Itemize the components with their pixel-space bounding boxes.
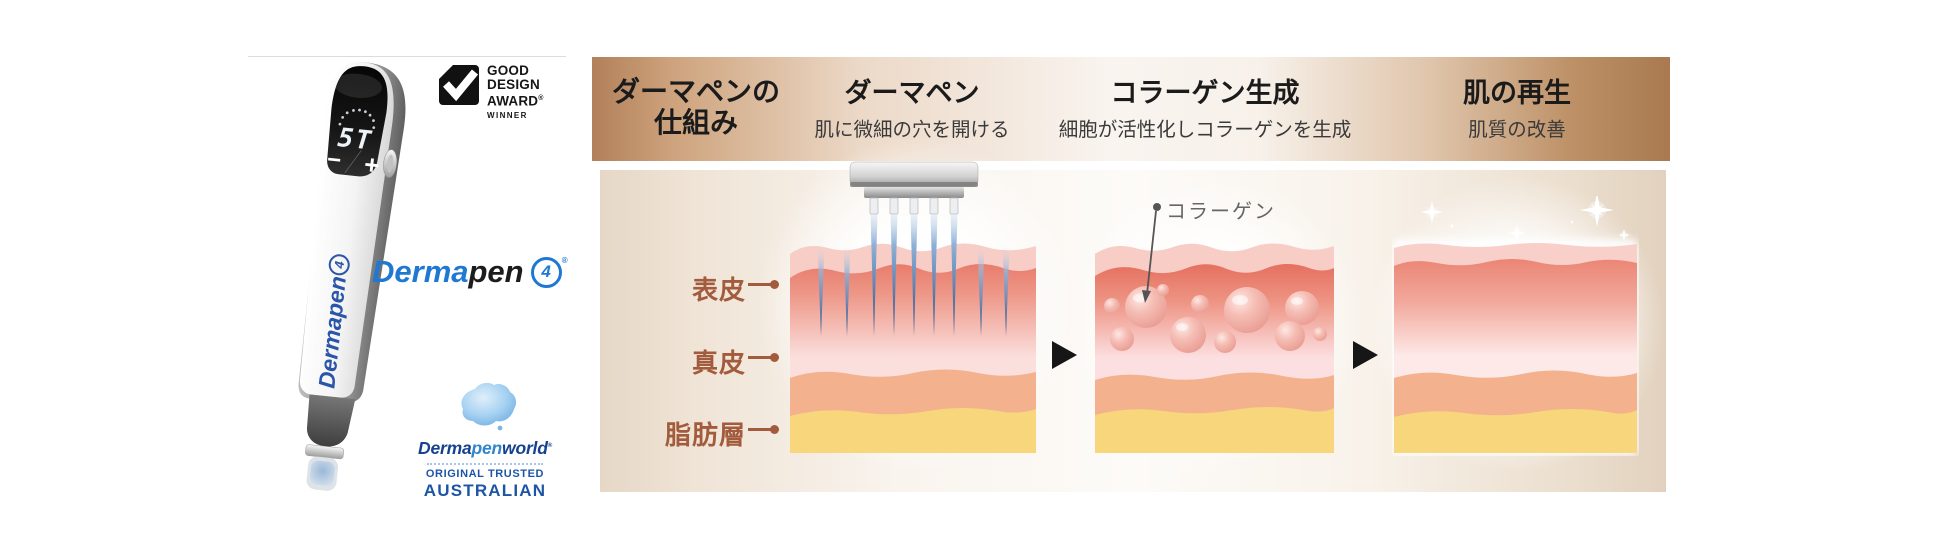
- micro-needles: [817, 214, 1010, 336]
- logo-reg: ®: [561, 256, 568, 265]
- display-gloss: [334, 73, 382, 98]
- fat-pointer-line: [748, 428, 772, 431]
- needle-pins: [869, 197, 959, 215]
- device-display-value: 5T: [336, 123, 374, 157]
- dermapenworld-wordmark: Dermapenworld®: [418, 438, 552, 458]
- award-line1: GOOD: [487, 63, 530, 78]
- award-line2: DESIGN: [487, 77, 540, 92]
- panel1-skin: [790, 243, 1036, 453]
- collagen-callout-label: コラーゲン: [1166, 201, 1276, 223]
- panel1-needling-illustration: [790, 161, 1036, 453]
- step3-title: 肌の再生: [1463, 78, 1571, 108]
- logo-number-circle: 4: [530, 256, 562, 288]
- section-title: ダーマペンの 仕組み: [611, 76, 780, 138]
- step1-subtitle: 肌に微細の穴を開ける: [814, 119, 1010, 141]
- minus-button[interactable]: −: [326, 146, 343, 174]
- needle-cartridge-window: [309, 460, 335, 486]
- dermis-pointer-line: [748, 356, 772, 359]
- panel3-skin: [1394, 243, 1637, 453]
- step-arrow-2: [1353, 341, 1378, 369]
- dermapen-head: [849, 161, 979, 215]
- good-design-award-badge: GOOD DESIGN AWARD® WINNER: [438, 64, 544, 120]
- step3-header: 肌の再生 肌質の改善: [1357, 78, 1677, 142]
- collagen-pointer: [1142, 203, 1161, 303]
- australia-mesh-icon: [461, 382, 517, 431]
- dermapen-device-photo: 5T − + Dermapen 4: [298, 62, 406, 491]
- layer-label-epidermis: 表皮: [691, 275, 746, 305]
- sparkle-icons: [1420, 196, 1631, 242]
- epidermis-pointer-line: [748, 283, 772, 286]
- world-tagline-bottom: AUSTRALIAN: [423, 481, 547, 500]
- button-divider: [344, 150, 362, 174]
- layer-label-dermis: 真皮: [691, 348, 746, 378]
- step1-title: ダーマペン: [844, 78, 980, 108]
- device-grip: [306, 394, 356, 447]
- panel2-skin: [1095, 243, 1334, 453]
- step2-header: コラーゲン生成 細胞が活性化しコラーゲンを生成: [1045, 78, 1365, 142]
- step2-title: コラーゲン生成: [1110, 78, 1300, 108]
- dotted-divider: [427, 463, 543, 465]
- step1-header: ダーマペン 肌に微細の穴を開ける: [752, 78, 1072, 142]
- fat-pointer-dot: [770, 425, 779, 434]
- step-arrow-1: [1052, 341, 1077, 369]
- logo-number: 4: [541, 262, 551, 281]
- step2-subtitle: 細胞が活性化しコラーゲンを生成: [1058, 119, 1352, 141]
- layer-label-fat: 脂肪層: [664, 420, 746, 450]
- device-display-panel: [327, 66, 388, 177]
- logo-derma: Derma: [372, 254, 469, 289]
- panel3-regenerated-skin-illustration: [1392, 196, 1639, 456]
- world-reg: ®: [547, 443, 552, 450]
- step3-subtitle: 肌質の改善: [1468, 119, 1566, 141]
- dermis-pointer-dot: [770, 353, 779, 362]
- logo-pen: pen: [468, 254, 524, 289]
- gmark-check-icon: [439, 65, 479, 105]
- award-reg: ®: [538, 95, 544, 102]
- world-tagline-top: ORIGINAL TRUSTED: [425, 468, 545, 480]
- speed-arc-icon: [338, 108, 376, 130]
- dermapenworld-logo: Dermapenworld® ORIGINAL TRUSTED AUSTRALI…: [414, 380, 556, 501]
- collagen-bubbles: [1104, 284, 1327, 353]
- panel2-collagen-illustration: [1095, 203, 1334, 453]
- device-side-number: 4: [331, 260, 347, 271]
- award-winner: WINNER: [487, 110, 528, 120]
- plus-button[interactable]: +: [363, 149, 381, 180]
- divider-line: [248, 56, 566, 57]
- epidermis-pointer-dot: [770, 280, 779, 289]
- award-line3: AWARD®: [487, 93, 544, 109]
- side-button-inner: [386, 154, 394, 173]
- device-ring: [305, 444, 345, 460]
